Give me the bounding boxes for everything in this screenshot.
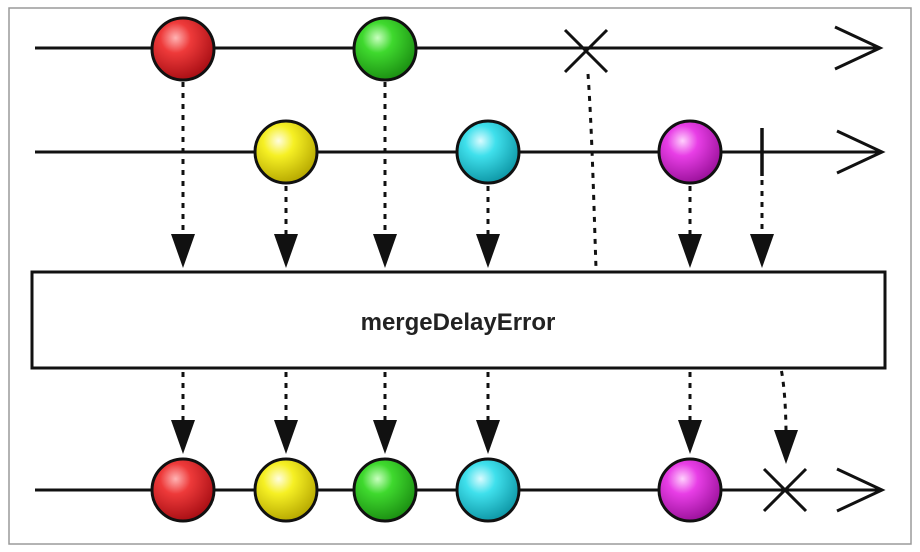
source-observable-1 — [35, 16, 884, 82]
output-arrows — [181, 372, 692, 420]
arrowhead — [750, 234, 774, 268]
marble-magenta — [657, 119, 723, 185]
marble-cyan — [455, 457, 521, 523]
timeline-arrowhead — [836, 467, 886, 513]
marble-green — [352, 457, 418, 523]
timeline-arrowhead — [836, 129, 886, 175]
timeline-arrowhead — [834, 25, 884, 71]
arrowhead — [373, 420, 397, 454]
marble-red — [150, 457, 216, 523]
marble-red — [150, 16, 216, 82]
marble-green — [352, 16, 418, 82]
marble-yellow — [253, 457, 319, 523]
arrowhead — [171, 234, 195, 268]
arrowhead — [373, 234, 397, 268]
arrowhead — [476, 420, 500, 454]
error-x-mark — [563, 28, 609, 74]
output-arrowheads — [171, 420, 798, 464]
output-observable — [35, 457, 886, 523]
input-arrowheads — [171, 234, 774, 268]
arrowhead — [171, 420, 195, 454]
marble-yellow — [253, 119, 319, 185]
arrowhead — [476, 234, 500, 268]
error-x-mark — [762, 467, 808, 513]
operator-label: mergeDelayError — [361, 309, 556, 336]
arrowhead — [774, 430, 798, 464]
marble-magenta — [657, 457, 723, 523]
arrowhead — [678, 420, 702, 454]
operator-rect — [30, 270, 887, 370]
marble-cyan — [455, 119, 521, 185]
operator-box: mergeDelayError — [30, 270, 887, 370]
arrowhead — [274, 420, 298, 454]
arrowhead — [274, 234, 298, 268]
source-observable-2 — [35, 119, 886, 185]
input-arrows — [181, 82, 764, 234]
arrowhead — [678, 234, 702, 268]
